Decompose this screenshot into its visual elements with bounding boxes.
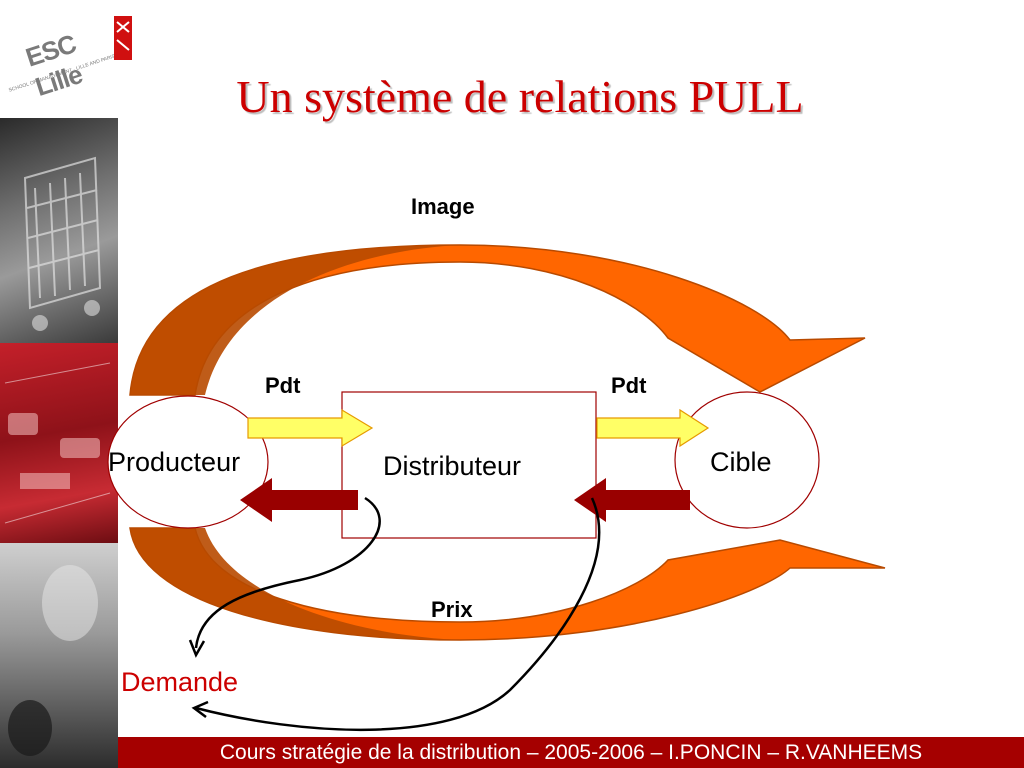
logo: ESC Lille SCHOOL OF MANAGEMENT · LILLE A… (0, 0, 118, 118)
people-illustration (8, 565, 98, 756)
demand-arrowhead-upper-icon (188, 639, 206, 658)
demand-curve-target (195, 497, 601, 732)
distributor-node (341, 391, 597, 539)
hypermarket-photo (0, 343, 118, 543)
target-node (674, 391, 820, 529)
cart-illustration (23, 156, 102, 331)
bottom-arc (129, 527, 886, 641)
distributor-label: Distributeur (383, 451, 522, 481)
esc-logo-mark-icon (114, 16, 132, 60)
shopping-cart-photo (0, 118, 118, 343)
footer-text: Cours stratégie de la distribution – 200… (219, 741, 923, 764)
product-label-left: Pdt (265, 373, 301, 398)
footer-bar: Cours stratégie de la distribution – 200… (118, 737, 1024, 768)
image-label: Image (411, 194, 475, 219)
product-arrow-left-icon (247, 408, 374, 448)
price-arrow-right-icon (574, 478, 690, 522)
people-photo (0, 543, 118, 768)
demand-arrowhead-lower-icon (191, 700, 209, 718)
slide-title: Un système de relations PULL (236, 71, 804, 122)
producer-label: Producteur (108, 447, 241, 477)
demand-curve-producer (194, 496, 381, 649)
target-label: Cible (710, 447, 772, 477)
product-arrow-right-icon (596, 408, 710, 448)
hypermarket-illustration (4, 362, 111, 524)
price-label: Prix (431, 597, 473, 622)
price-arrow-left-icon (240, 478, 358, 522)
producer-node (107, 395, 269, 529)
sidebar: ESC Lille SCHOOL OF MANAGEMENT · LILLE A… (0, 0, 118, 768)
demand-label: Demande (121, 667, 239, 697)
image-arc (129, 244, 866, 396)
product-label-right: Pdt (611, 373, 647, 398)
